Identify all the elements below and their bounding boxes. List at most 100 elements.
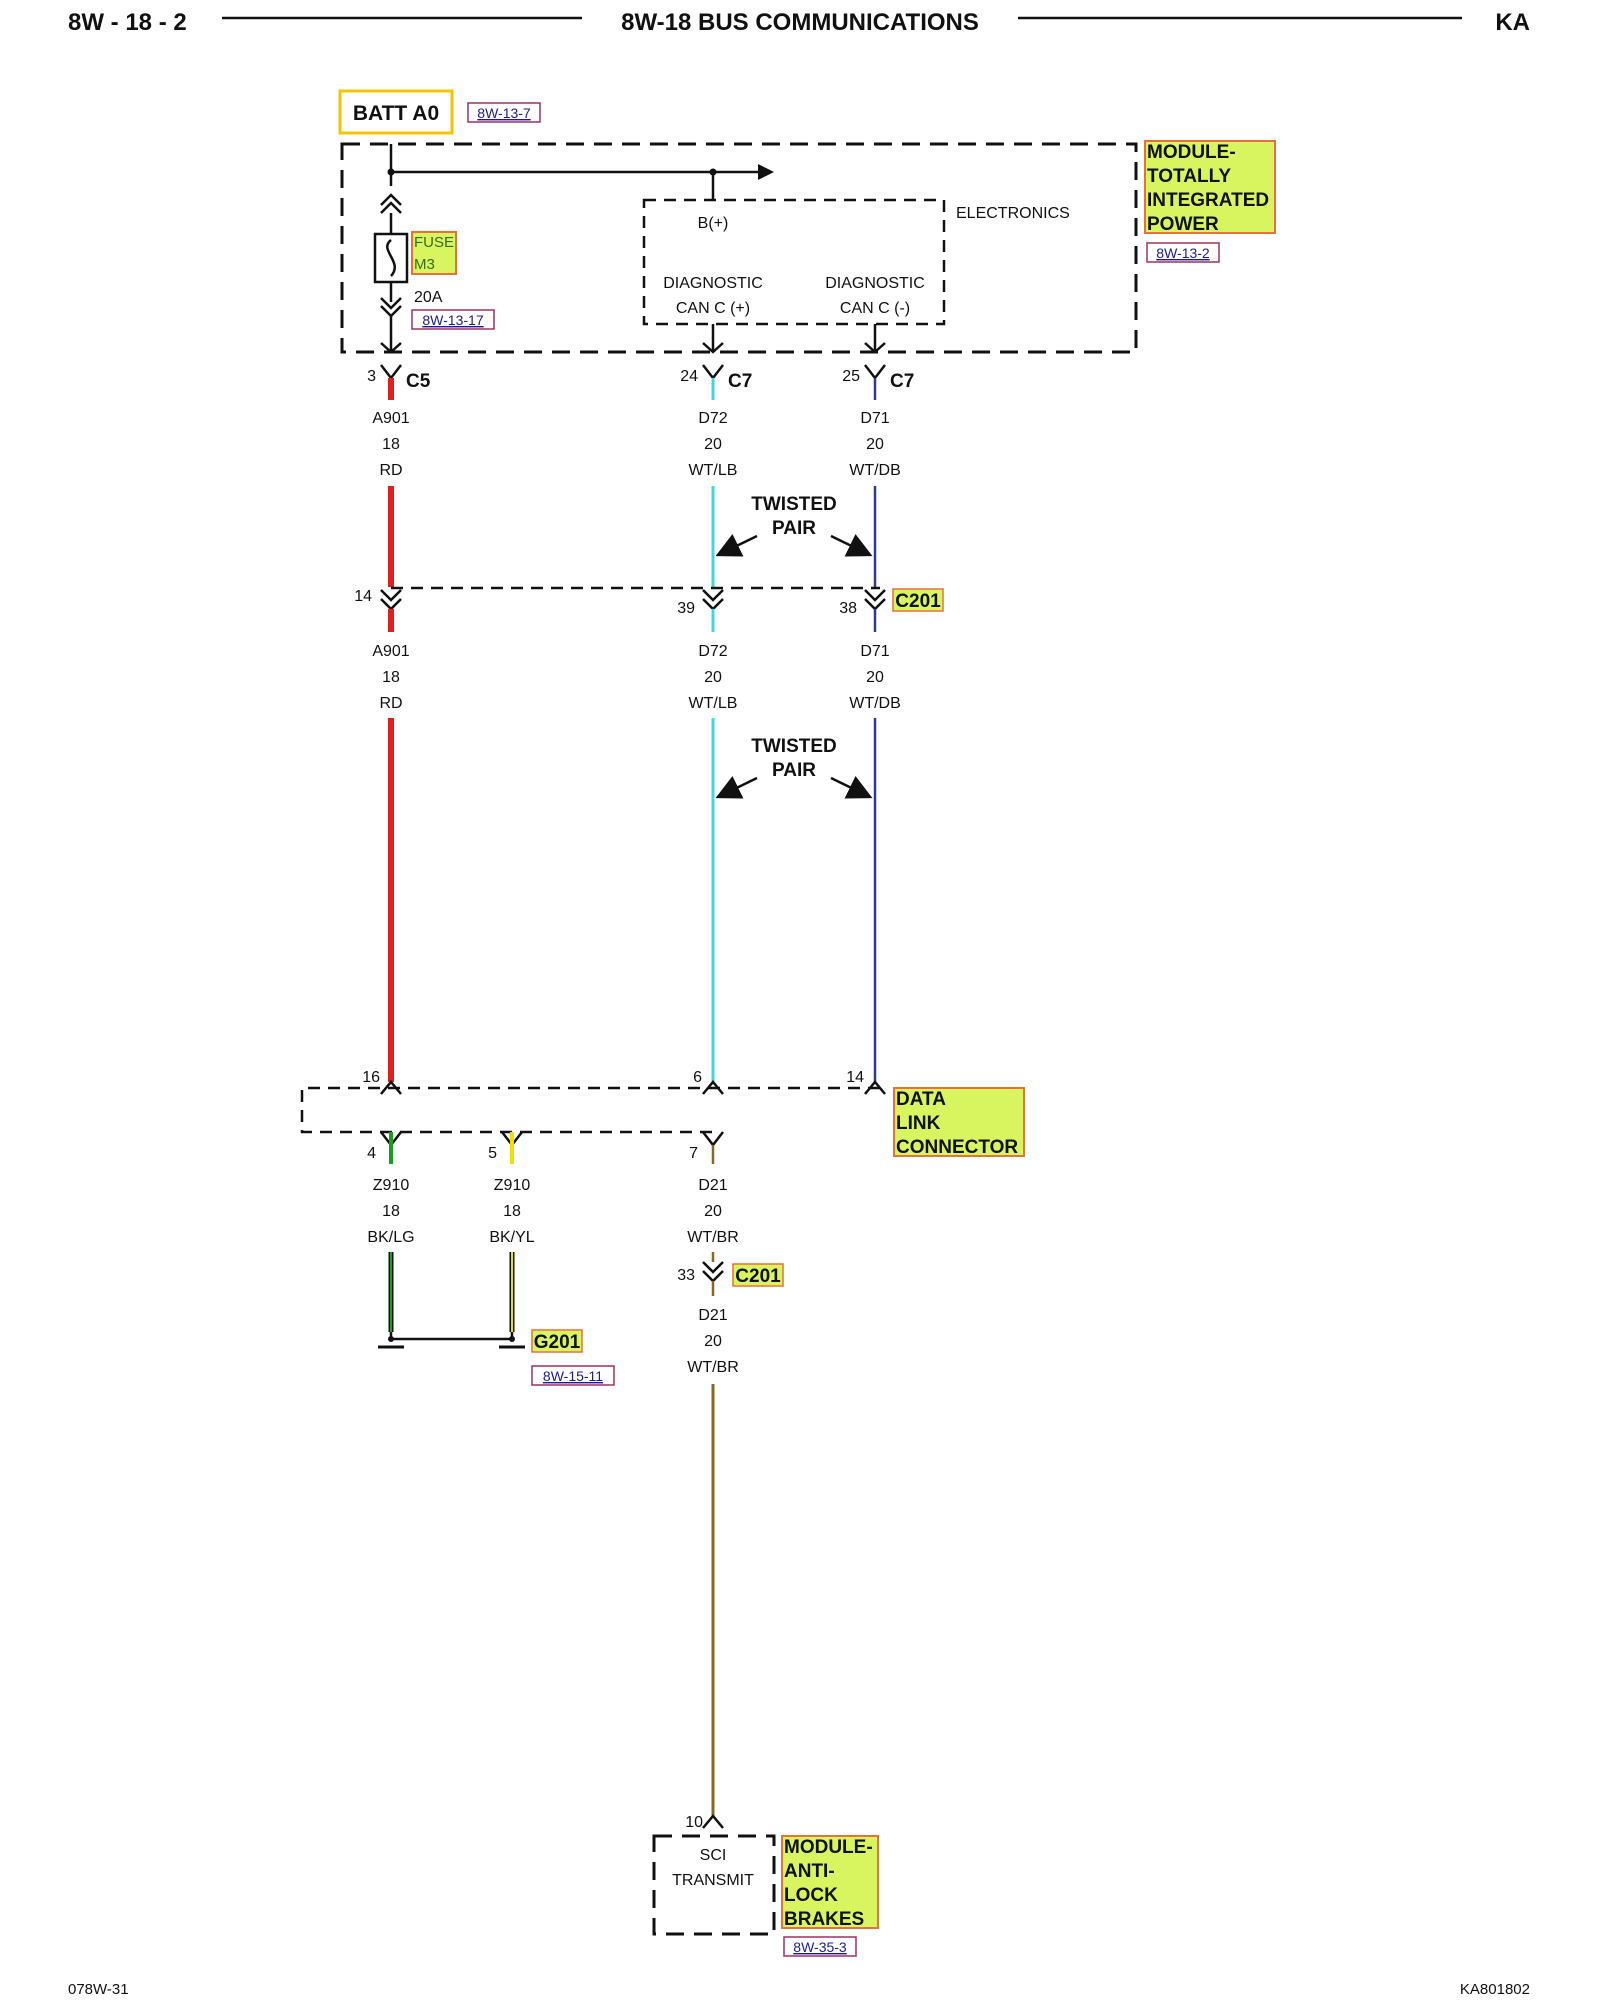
abs-ref[interactable]: 8W-35-3 bbox=[793, 1939, 847, 1955]
abs-ref-box bbox=[783, 1936, 857, 1957]
wire-z910a-circuit: Z910 bbox=[373, 1177, 410, 1194]
diag-minus-1: DIAGNOSTIC bbox=[825, 275, 925, 292]
wire-d72-gauge-2: 20 bbox=[704, 669, 722, 686]
wire-d21-low-color: WT/BR bbox=[687, 1359, 739, 1376]
wire-d72-gauge: 20 bbox=[704, 436, 722, 453]
c201-low-label: C201 bbox=[735, 1266, 781, 1287]
wire-d71-color: WT/DB bbox=[849, 462, 901, 479]
wires-segment-1: A901 18 RD D72 20 WT/LB D71 20 WT/DB TWI… bbox=[372, 378, 901, 587]
tipm-name-2: TOTALLY bbox=[1147, 166, 1231, 187]
abs-name-3: LOCK bbox=[784, 1885, 838, 1906]
batt-a0: BATT A0 8W-13-7 bbox=[338, 89, 541, 135]
batt-ref[interactable]: 8W-13-7 bbox=[477, 105, 531, 121]
bus-arrow bbox=[758, 164, 774, 180]
wire-z910b-circuit: Z910 bbox=[494, 1177, 531, 1194]
tipm-ref[interactable]: 8W-13-2 bbox=[1156, 245, 1210, 261]
g201-ref-box bbox=[531, 1365, 615, 1386]
g201-ref[interactable]: 8W-15-11 bbox=[543, 1368, 603, 1384]
tipm-label-box bbox=[1144, 140, 1276, 234]
wire-d71-circuit: D71 bbox=[860, 410, 889, 427]
header-right: KA bbox=[1495, 9, 1530, 36]
wires-dlc-down: Z910 18 BK/LG Z910 18 BK/YL D21 20 WT/BR… bbox=[367, 1132, 739, 1386]
dlc-name-2: LINK bbox=[896, 1113, 941, 1134]
ground-symbol-2 bbox=[499, 1332, 525, 1349]
page-header: 8W - 18 - 2 8W-18 BUS COMMUNICATIONS KA bbox=[68, 9, 1530, 36]
wire-d72-color-2: WT/LB bbox=[689, 695, 738, 712]
c201-pin-39: 39 bbox=[677, 600, 695, 617]
wire-d21-gauge: 20 bbox=[704, 1203, 722, 1220]
wire-a901-color-2: RD bbox=[379, 695, 402, 712]
wire-z910b-color: BK/YL bbox=[489, 1229, 534, 1246]
abs-outline bbox=[652, 1834, 776, 1936]
wire-d21-color: WT/BR bbox=[687, 1229, 739, 1246]
c7-pin-25: 25 bbox=[842, 368, 860, 385]
header-title: 8W-18 BUS COMMUNICATIONS bbox=[621, 9, 979, 36]
tipm-module: FUSE M3 20A 8W-13-17 ELECTRONICS B(+) DI… bbox=[340, 140, 1276, 354]
batt-label-box bbox=[338, 89, 454, 135]
dlc-pin-4: 4 bbox=[367, 1145, 376, 1162]
batt-label: BATT A0 bbox=[353, 102, 439, 125]
dlc-pin-5: 5 bbox=[488, 1145, 497, 1162]
footer-left: 078W-31 bbox=[68, 1981, 129, 1998]
batt-ref-box bbox=[467, 102, 541, 123]
wire-d71-gauge-2: 20 bbox=[866, 669, 884, 686]
wire-d72-color: WT/LB bbox=[689, 462, 738, 479]
wire-d72-circuit-2: D72 bbox=[698, 643, 727, 660]
electronics-box bbox=[642, 198, 946, 326]
diag-minus-2: CAN C (-) bbox=[840, 300, 910, 317]
wire-d21-circuit: D21 bbox=[698, 1177, 727, 1194]
tipm-name-4: POWER bbox=[1147, 214, 1219, 235]
dlc-name-1: DATA bbox=[896, 1089, 946, 1110]
abs-pin: 10 bbox=[685, 1814, 703, 1831]
fuse-rating: 20A bbox=[414, 289, 443, 306]
abs-name-2: ANTI- bbox=[784, 1861, 835, 1882]
wire-z910a-gauge: 18 bbox=[382, 1203, 400, 1220]
c201-mid: 14 39 38 C201 bbox=[354, 586, 944, 617]
wire-a901-gauge: 18 bbox=[382, 436, 400, 453]
c201-mid-label-box bbox=[892, 588, 944, 612]
wire-a901-circuit-2: A901 bbox=[372, 643, 409, 660]
electronics-label: ELECTRONICS bbox=[956, 205, 1070, 222]
footer-right: KA801802 bbox=[1460, 1981, 1530, 1998]
diag-plus-2: CAN C (+) bbox=[676, 300, 750, 317]
wire-d72-circuit: D72 bbox=[698, 410, 727, 427]
abs-sci-1: SCI bbox=[700, 1847, 727, 1864]
c5-label: C5 bbox=[406, 371, 431, 392]
c201-mid-label: C201 bbox=[895, 591, 941, 612]
ground-symbol-1 bbox=[378, 1332, 404, 1349]
dlc-pin-14: 14 bbox=[846, 1069, 864, 1086]
diag-plus-1: DIAGNOSTIC bbox=[663, 275, 763, 292]
wire-d21-low-gauge: 20 bbox=[704, 1333, 722, 1350]
bplus-label: B(+) bbox=[698, 215, 729, 232]
fuse-ref[interactable]: 8W-13-17 bbox=[422, 312, 483, 328]
tipm-outline bbox=[340, 142, 1138, 354]
c201-pin-38: 38 bbox=[839, 600, 857, 617]
c5-pin: 3 bbox=[367, 368, 376, 385]
c201-low-pin: 33 bbox=[677, 1267, 695, 1284]
data-link-connector: 16 6 14 4 5 7 DATA LINK CONNECTOR bbox=[300, 1069, 1025, 1162]
header-left: 8W - 18 - 2 bbox=[68, 9, 187, 36]
tipm-name-1: MODULE- bbox=[1147, 142, 1236, 163]
abs-name-4: BRAKES bbox=[784, 1909, 864, 1930]
c201-pin-14: 14 bbox=[354, 588, 372, 605]
wire-z910b-gauge: 18 bbox=[503, 1203, 521, 1220]
c7-label-1: C7 bbox=[728, 371, 752, 392]
wire-a901-circuit: A901 bbox=[372, 410, 409, 427]
c7-pin-24: 24 bbox=[680, 368, 698, 385]
fuse-ref-box bbox=[411, 309, 495, 330]
abs-name-1: MODULE- bbox=[784, 1837, 873, 1858]
wires-segment-2: A901 18 RD D72 20 WT/LB D71 20 WT/DB TWI… bbox=[372, 609, 901, 1082]
c201-low: 33 C201 D21 20 WT/BR bbox=[677, 1252, 784, 1816]
wire-a901-color: RD bbox=[379, 462, 402, 479]
fuse-label-box bbox=[411, 231, 457, 275]
wire-d21-low-circuit: D21 bbox=[698, 1307, 727, 1324]
fuse-label-1: FUSE bbox=[414, 234, 454, 251]
dlc-pin-6: 6 bbox=[693, 1069, 702, 1086]
wire-z910a-color: BK/LG bbox=[367, 1229, 414, 1246]
abs-module: 10 SCI TRANSMIT MODULE- ANTI- LOCK BRAKE… bbox=[652, 1814, 879, 1957]
twisted-pair-1-b: PAIR bbox=[772, 518, 816, 539]
abs-sci-2: TRANSMIT bbox=[672, 1872, 754, 1889]
dlc-pin-7: 7 bbox=[689, 1145, 698, 1162]
g201-label: G201 bbox=[534, 1332, 581, 1353]
